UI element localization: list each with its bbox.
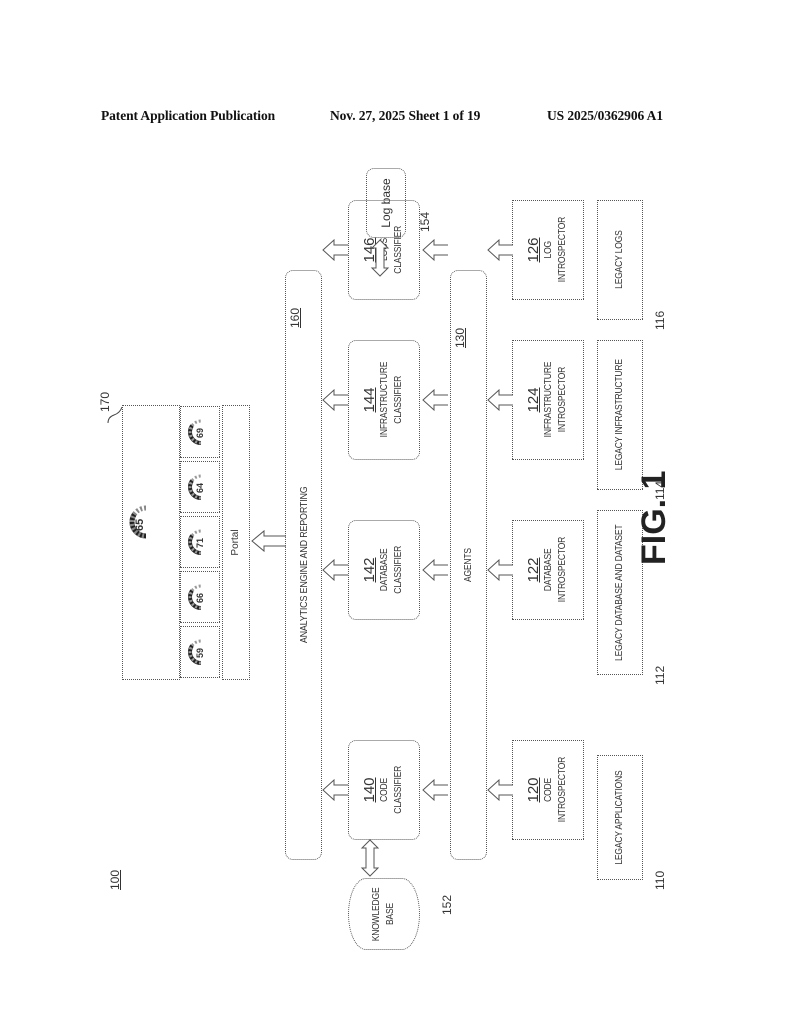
introspector-ref: 120 xyxy=(525,777,542,803)
gauge-tile[interactable]: 64 xyxy=(180,461,220,513)
portal-bar[interactable]: Portal xyxy=(222,405,250,680)
introspector-label-1: INFRASTRUCTURE xyxy=(543,362,554,438)
classifier-box[interactable]: 144 INFRASTRUCTURE CLASSIFIER xyxy=(348,340,420,460)
introspector-label-2: INTROSPECTOR xyxy=(557,217,568,283)
legacy-system-box[interactable]: LEGACY LOGS xyxy=(597,200,643,320)
classifier-label-1: DATABASE xyxy=(379,548,390,592)
analytics-to-portal-arrow xyxy=(251,529,286,553)
classifier-to-analytics-arrow xyxy=(322,388,348,412)
gauge-tile[interactable]: 59 xyxy=(180,626,220,678)
analytics-ref-label: 160 xyxy=(288,307,302,328)
legacy-ref-label: 110 xyxy=(653,870,667,890)
classifier-to-analytics-arrow xyxy=(322,778,348,802)
legacy-system-box[interactable]: LEGACY APPLICATIONS xyxy=(597,755,643,880)
legacy-label: LEGACY APPLICATIONS xyxy=(614,770,625,865)
system-ref-label: 100 xyxy=(108,869,122,890)
gauge-icon xyxy=(188,639,202,665)
legacy-system-box[interactable]: LEGACY INFRASTRUCTURE xyxy=(597,340,643,490)
portal-dashboard-panel xyxy=(122,405,180,680)
introspector-ref: 124 xyxy=(525,387,542,413)
gauge-value: 64 xyxy=(195,482,205,493)
gauge-value: 59 xyxy=(195,647,205,658)
gauge-tile[interactable]: 66 xyxy=(180,571,220,623)
agents-to-classifier-arrow xyxy=(422,778,448,802)
agents-to-classifier-arrow xyxy=(422,558,448,582)
introspector-label-2: INTROSPECTOR xyxy=(557,757,568,823)
classifier-label-1: CODE xyxy=(379,778,390,802)
classifier-ref: 142 xyxy=(361,557,378,583)
knowledge-base-exchange-arrow xyxy=(360,839,380,877)
main-gauge-value: 65 xyxy=(134,518,146,531)
classifier-label-2: CLASSIFIER xyxy=(393,766,404,814)
classifier-label-2: CLASSIFIER xyxy=(393,376,404,424)
introspector-box[interactable]: 120 CODE INTROSPECTOR xyxy=(512,740,584,840)
publication-number: US 2025/0362906 A1 xyxy=(547,108,663,123)
log-base-store[interactable]: Log base xyxy=(366,168,406,238)
classifier-ref: 140 xyxy=(361,777,378,803)
knowledge-base-label-2: BASE xyxy=(385,903,396,926)
log-base-label: Log base xyxy=(379,178,393,228)
portal-leader-line xyxy=(107,406,123,424)
classifier-box[interactable]: 140 CODE CLASSIFIER xyxy=(348,740,420,840)
agents-to-classifier-arrow xyxy=(422,388,448,412)
gauge-icon xyxy=(188,584,202,610)
log-base-exchange-arrow xyxy=(370,239,390,277)
gauge-tile[interactable]: 71 xyxy=(180,516,220,568)
knowledge-base-label-1: KNOWLEDGE xyxy=(371,887,382,941)
gauge-icon xyxy=(188,419,202,445)
introspector-label-2: INTROSPECTOR xyxy=(557,367,568,433)
gauge-value: 66 xyxy=(195,592,205,603)
legacy-label: LEGACY DATABASE AND DATASET xyxy=(614,524,625,661)
gauge-tile[interactable]: 69 xyxy=(180,406,220,458)
figure-caption: FIG. 1 xyxy=(635,470,673,565)
introspector-to-agents-arrow xyxy=(487,778,513,802)
introspector-to-agents-arrow xyxy=(487,558,513,582)
introspector-box[interactable]: 124 INFRASTRUCTURE INTROSPECTOR xyxy=(512,340,584,460)
introspector-ref: 126 xyxy=(525,237,542,263)
agents-label: AGENTS xyxy=(462,548,474,582)
introspector-box[interactable]: 126 LOG INTROSPECTOR xyxy=(512,200,584,300)
introspector-label-1: DATABASE xyxy=(543,548,554,592)
introspector-label-1: CODE xyxy=(543,778,554,802)
gauge-icon xyxy=(188,529,202,555)
knowledge-base-ref-label: 152 xyxy=(440,894,454,915)
legacy-label: LEGACY INFRASTRUCTURE xyxy=(614,359,625,471)
publication-title: Patent Application Publication xyxy=(101,108,276,123)
agents-ref-label: 130 xyxy=(453,327,467,348)
legacy-label: LEGACY LOGS xyxy=(614,230,625,290)
agents-to-classifier-arrow xyxy=(422,238,448,262)
publication-date-sheet: Nov. 27, 2025 Sheet 1 of 19 xyxy=(330,108,481,123)
introspector-label-2: INTROSPECTOR xyxy=(557,537,568,603)
classifier-to-analytics-arrow xyxy=(322,558,348,582)
knowledge-base-store[interactable]: KNOWLEDGE BASE xyxy=(348,878,420,950)
gauge-value: 69 xyxy=(195,427,205,438)
agents-bar[interactable]: AGENTS xyxy=(450,270,487,860)
portal-label: Portal xyxy=(230,529,241,556)
legacy-ref-label: 112 xyxy=(653,665,667,685)
main-gauge-icon xyxy=(129,505,147,539)
analytics-label: ANALYTICS ENGINE AND REPORTING xyxy=(297,486,310,644)
introspector-to-agents-arrow xyxy=(487,238,513,262)
classifier-label-2: CLASSIFIER xyxy=(393,546,404,594)
figure-1-diagram: 100 170 65 59 66 71 xyxy=(98,160,700,960)
legacy-ref-label: 116 xyxy=(653,310,667,330)
introspector-to-agents-arrow xyxy=(487,388,513,412)
classifier-label-1: INFRASTRUCTURE xyxy=(379,362,390,438)
log-base-ref-label: 154 xyxy=(418,211,432,232)
gauge-icon xyxy=(188,474,202,500)
introspector-ref: 122 xyxy=(525,557,542,583)
classifier-to-analytics-arrow xyxy=(322,238,348,262)
introspector-box[interactable]: 122 DATABASE INTROSPECTOR xyxy=(512,520,584,620)
gauge-value: 71 xyxy=(195,537,205,548)
classifier-ref: 144 xyxy=(361,387,378,413)
classifier-box[interactable]: 142 DATABASE CLASSIFIER xyxy=(348,520,420,620)
analytics-engine-bar[interactable]: ANALYTICS ENGINE AND REPORTING xyxy=(285,270,322,860)
introspector-label-1: LOG xyxy=(543,241,554,259)
